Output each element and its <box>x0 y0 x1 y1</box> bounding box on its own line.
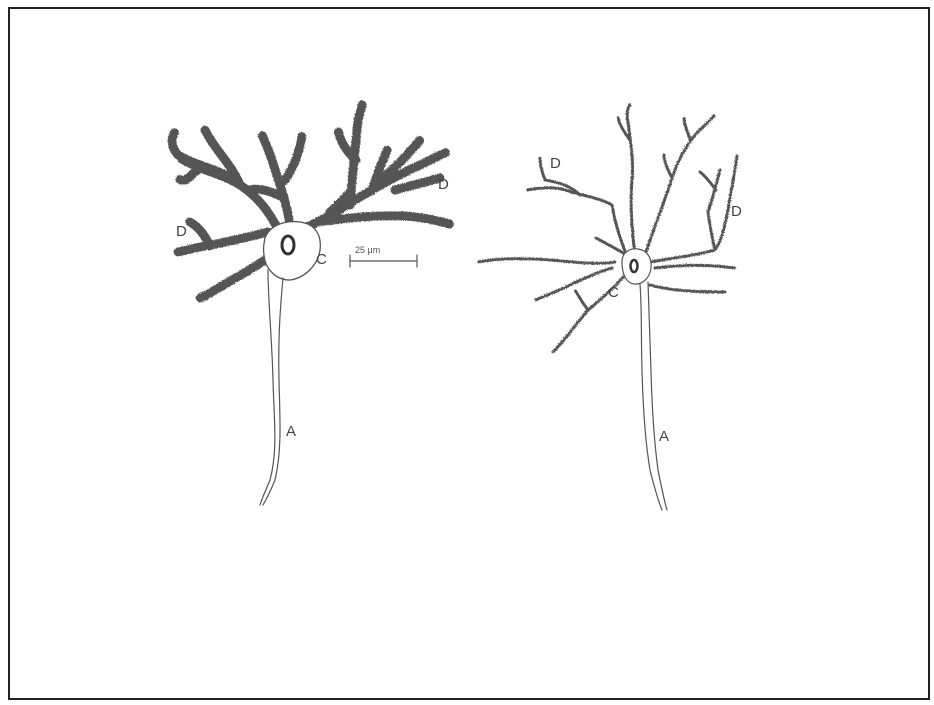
right-neuron-dendrites <box>478 104 737 352</box>
left-neuron <box>172 104 450 505</box>
label-left-cell-body: C <box>316 251 327 268</box>
right-neuron-axon <box>640 282 667 510</box>
label-right-dendrite-right: D <box>731 203 742 220</box>
label-right-cell-body: C <box>608 284 619 301</box>
left-neuron-nucleus <box>282 236 294 254</box>
label-left-dendrite-upper-right: D <box>438 176 449 193</box>
label-left-dendrite-left: D <box>176 223 187 240</box>
label-right-axon: A <box>659 428 669 445</box>
left-neuron-axon <box>260 270 283 505</box>
right-neuron-nucleus <box>631 260 638 272</box>
scale-bar <box>350 255 417 267</box>
scale-bar-label: 25 μm <box>355 245 380 255</box>
label-right-dendrite-upper-left: D <box>550 155 561 172</box>
right-neuron <box>478 104 737 510</box>
label-left-axon: A <box>286 423 296 440</box>
